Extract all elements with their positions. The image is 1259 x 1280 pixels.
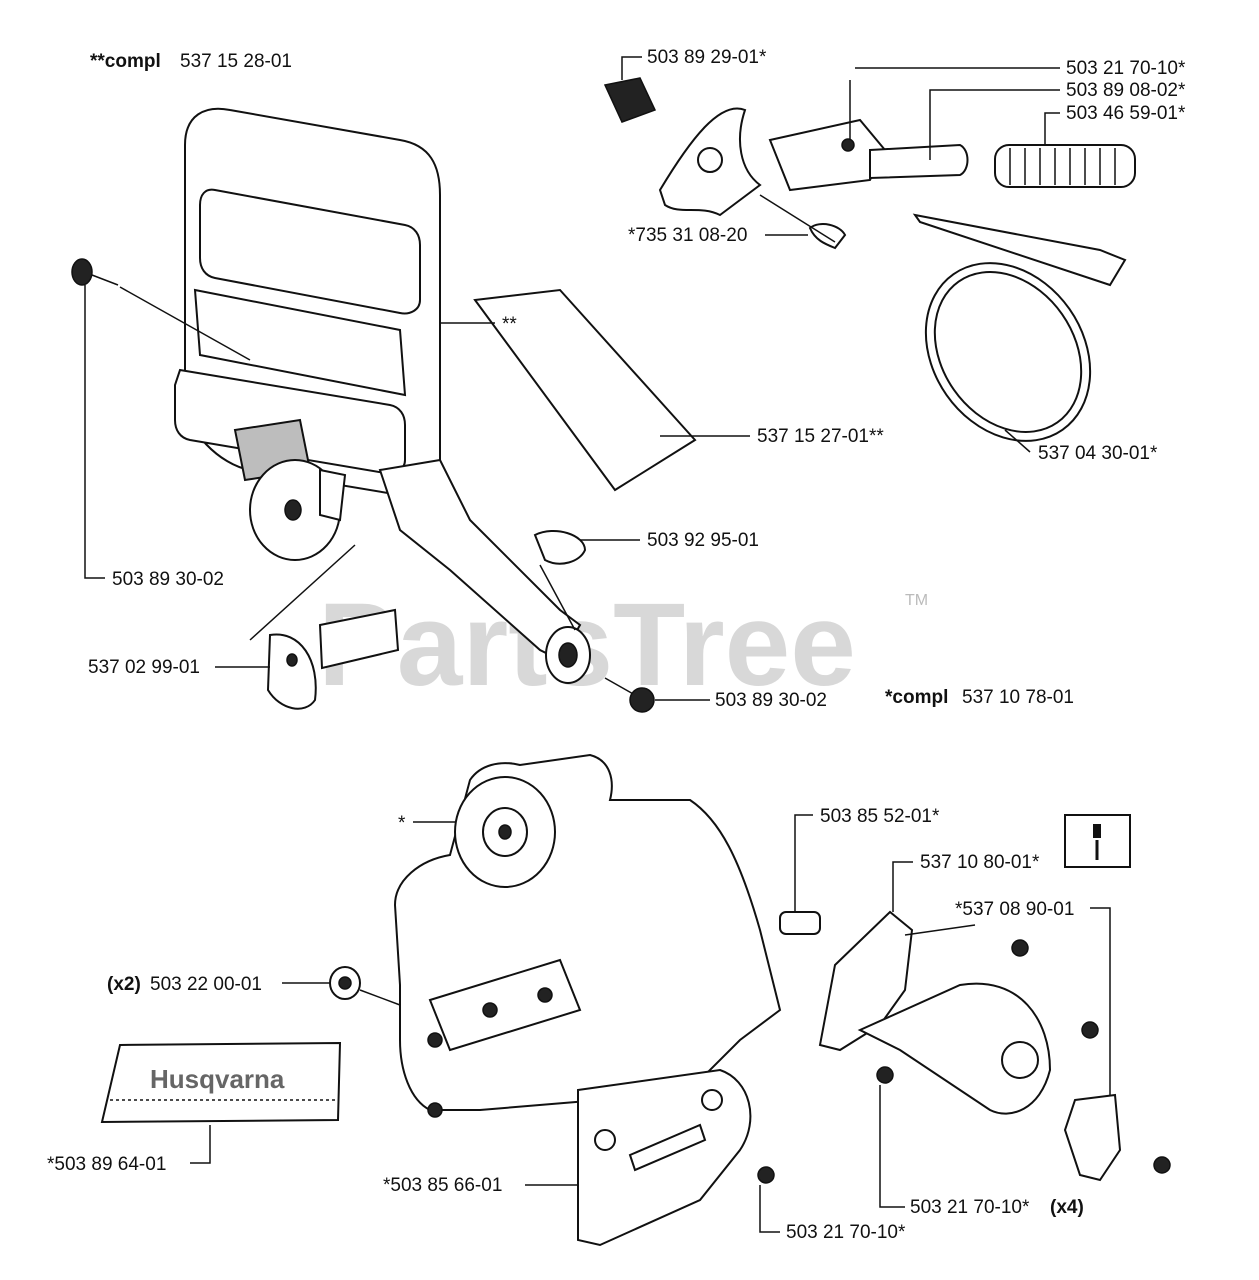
label-537-02-99-01: 537 02 99-01 [88,657,200,678]
clutch-cover [393,753,782,1118]
label-503-21-70-10-bottom: 503 21 70-10* [786,1222,906,1243]
label-503-89-64-01: *503 89 64-01 [47,1154,166,1175]
label-503-89-29-01: 503 89 29-01* [647,47,767,68]
screws-right [757,939,1171,1184]
label-503-46-59-01: 503 46 59-01* [1066,103,1186,124]
brake-band [912,213,1127,442]
spring [994,144,1136,188]
label-503-89-30-02-left: 503 89 30-02 [112,569,224,590]
compl-a-value: 537 15 28-01 [180,51,292,72]
label-537-04-30-01: 537 04 30-01* [1038,443,1158,464]
leader-lines [84,56,1111,1233]
screw-left [71,258,119,286]
stud-503-85-52-01 [779,911,821,935]
hand-guard [174,107,591,684]
label-503-21-70-10-top: 503 21 70-10* [1066,58,1186,79]
bar-plate [577,1068,752,1247]
x2-prefix: (x2) [107,974,141,995]
brand-text: Husqvarna [150,1064,285,1094]
compl-b-prefix: *compl [885,687,948,708]
cover-plate [473,288,697,492]
label-537-15-27-01: 537 15 27-01** [757,426,884,447]
x4-suffix: (x4) [1050,1197,1084,1218]
watermark-tm: TM [905,592,928,609]
brand-decal: Husqvarna [100,1041,342,1124]
compl-a-prefix: **compl [90,51,161,72]
label-503-85-52-01: 503 85 52-01* [820,806,940,827]
clip-503-92-95-01 [533,530,587,565]
washer-and-block [266,608,400,710]
label-star: * [398,813,406,834]
clip-735-31-08-20 [808,223,847,250]
part-labels: **compl 537 15 28-01 503 89 29-01* 503 2… [47,47,1186,1243]
brake-lever [603,77,969,217]
label-735-31-08-20: *735 31 08-20 [628,225,747,246]
chain-guard-pieces [818,910,1122,1182]
label-503-89-30-02-bottom: 503 89 30-02 [715,690,827,711]
label-503-85-66-01: *503 85 66-01 [383,1175,502,1196]
nut [329,966,361,1000]
label-537-10-80-01: 537 10 80-01* [920,852,1040,873]
compl-b-value: 537 10 78-01 [962,687,1074,708]
label-537-08-90-01: *537 08 90-01 [955,899,1074,920]
label-503-21-70-10-x4: 503 21 70-10* [910,1197,1030,1218]
info-icon [1064,814,1131,868]
label-503-89-08-02: 503 89 08-02* [1066,80,1186,101]
brake-drum [249,459,347,561]
label-double-star: ** [502,314,517,335]
label-503-92-95-01: 503 92 95-01 [647,530,759,551]
label-503-22-00-01: 503 22 00-01 [150,974,262,995]
screw-bottom [604,677,655,713]
